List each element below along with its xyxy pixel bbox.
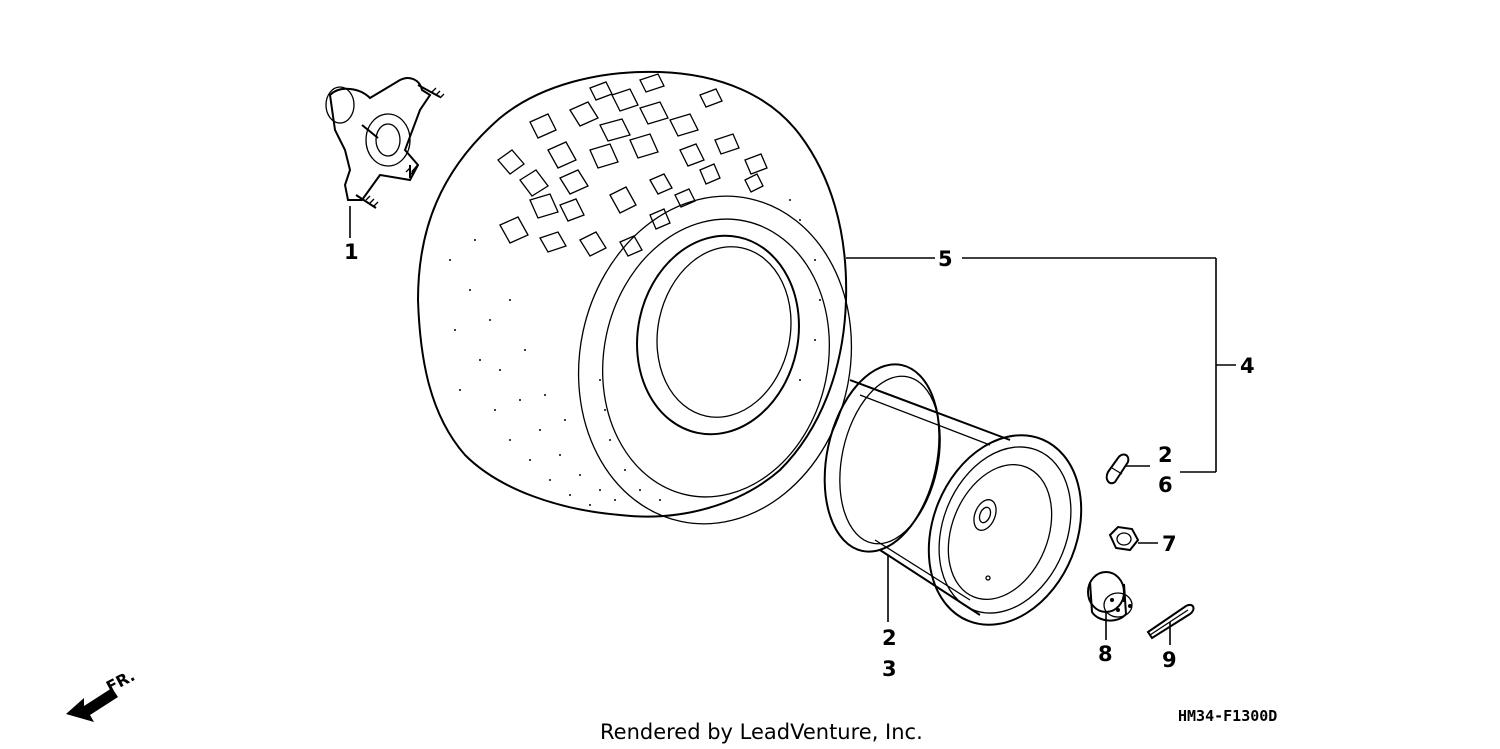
rim-drawing[interactable] <box>808 354 1108 648</box>
callout-rim-a: 2 <box>882 626 897 650</box>
render-credit: Rendered by LeadVenture, Inc. <box>600 720 923 744</box>
callout-hub: 1 <box>344 240 359 264</box>
callout-cotter-pin: 9 <box>1162 648 1177 672</box>
callout-valve-b: 6 <box>1158 473 1173 497</box>
hub-drawing[interactable] <box>325 77 445 209</box>
drawing-code: HM34-F1300D <box>1178 707 1277 725</box>
cotter-pin-drawing[interactable] <box>1146 604 1195 640</box>
callout-nut: 7 <box>1162 532 1177 556</box>
leader-lines <box>349 206 1236 645</box>
tire-drawing[interactable] <box>416 70 881 550</box>
callout-rim-b: 3 <box>882 657 897 681</box>
callout-castle-nut: 8 <box>1098 642 1113 666</box>
valve-drawing[interactable] <box>1105 453 1130 485</box>
castle-nut-drawing[interactable] <box>1087 571 1133 622</box>
nut-drawing[interactable] <box>1108 525 1140 552</box>
callout-tire: 5 <box>938 247 953 271</box>
callout-assembly: 4 <box>1240 354 1255 378</box>
front-direction-arrow-icon <box>66 688 118 722</box>
callout-valve-a: 2 <box>1158 443 1173 467</box>
